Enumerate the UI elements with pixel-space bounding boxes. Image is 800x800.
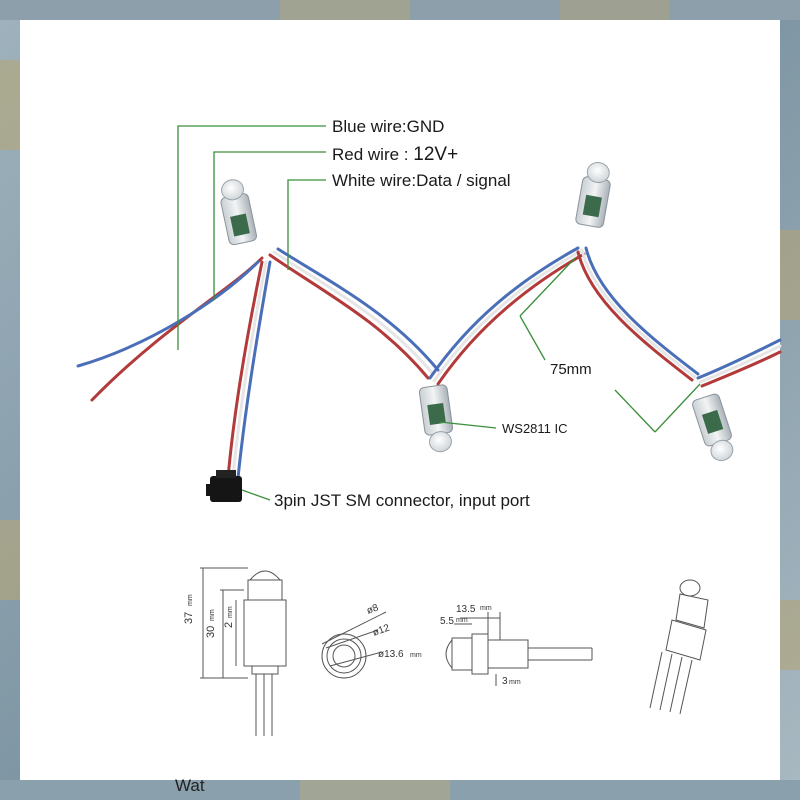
dim-height-body-unit: mm [209, 609, 216, 621]
dim-len-body: 13.5 [456, 604, 476, 615]
wire-bundle [76, 246, 782, 480]
red-wire-voltage: 12V+ [413, 144, 459, 165]
dim-len-cap-unit: mm [456, 617, 468, 624]
dim-dia-mid: ø12 [371, 622, 391, 638]
callout-lines [177, 125, 701, 501]
led-pixel-3 [575, 162, 611, 228]
perspective-drawing [649, 579, 709, 715]
ic-label: WS2811 IC [502, 421, 568, 436]
length-view-drawing [445, 612, 593, 686]
dim-height-total: 37 [183, 612, 195, 624]
led-pixel-2 [418, 384, 454, 453]
red-wire-label-prefix: Red wire : [332, 145, 409, 164]
dim-dia-outer-unit: mm [410, 652, 422, 659]
footer-text: Wat [175, 776, 205, 795]
dim-dia-inner: ø8 [365, 602, 380, 616]
blue-wire-label: Blue wire:GND [332, 117, 445, 136]
jst-connector [206, 470, 242, 502]
dim-height-small-unit: mm [227, 606, 234, 618]
dim-height-small: 2 [223, 622, 235, 628]
white-wire-label: White wire:Data / signal [332, 171, 511, 190]
dim-len-cap: 5.5 [440, 616, 454, 627]
dim-height-body: 30 [205, 626, 217, 638]
top-view-drawing [321, 611, 387, 679]
dim-height-total-unit: mm [187, 594, 194, 606]
dim-len-flange-unit: mm [509, 679, 521, 686]
white-panel [20, 20, 780, 780]
dim-len-body-unit: mm [480, 605, 492, 612]
led-pixel-4 [692, 393, 734, 462]
led-pixel-1 [220, 179, 258, 246]
dim-len-flange: 3 [502, 676, 508, 687]
dim-dia-outer: ø13.6 [378, 649, 404, 660]
length-label: 75mm [550, 361, 592, 378]
red-wire-label: Red wire : 12V+ [332, 145, 458, 164]
side-view-drawing [200, 567, 287, 736]
connector-label: 3pin JST SM connector, input port [274, 491, 530, 510]
